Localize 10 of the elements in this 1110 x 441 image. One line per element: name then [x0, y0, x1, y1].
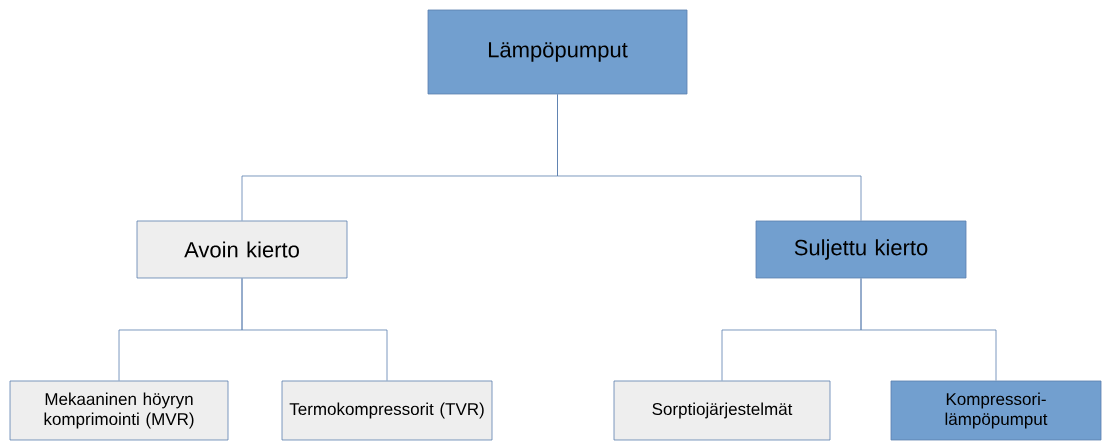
connector-line	[241, 278, 388, 381]
connector-line	[860, 278, 997, 381]
category-box: Termokompressorit (TVR)	[281, 380, 493, 441]
category-box: Kompressori- lämpöpumput	[890, 380, 1102, 441]
connector-line	[557, 94, 862, 221]
category-box: Lämpöpumput	[427, 9, 688, 95]
category-box: Mekaaninen höyryn komprimointi (MVR)	[9, 380, 229, 441]
category-box: Sorptiojärjestelmät	[613, 380, 831, 441]
category-box: Suljettu kierto	[755, 220, 967, 279]
category-box: Avoin kierto	[136, 220, 348, 279]
